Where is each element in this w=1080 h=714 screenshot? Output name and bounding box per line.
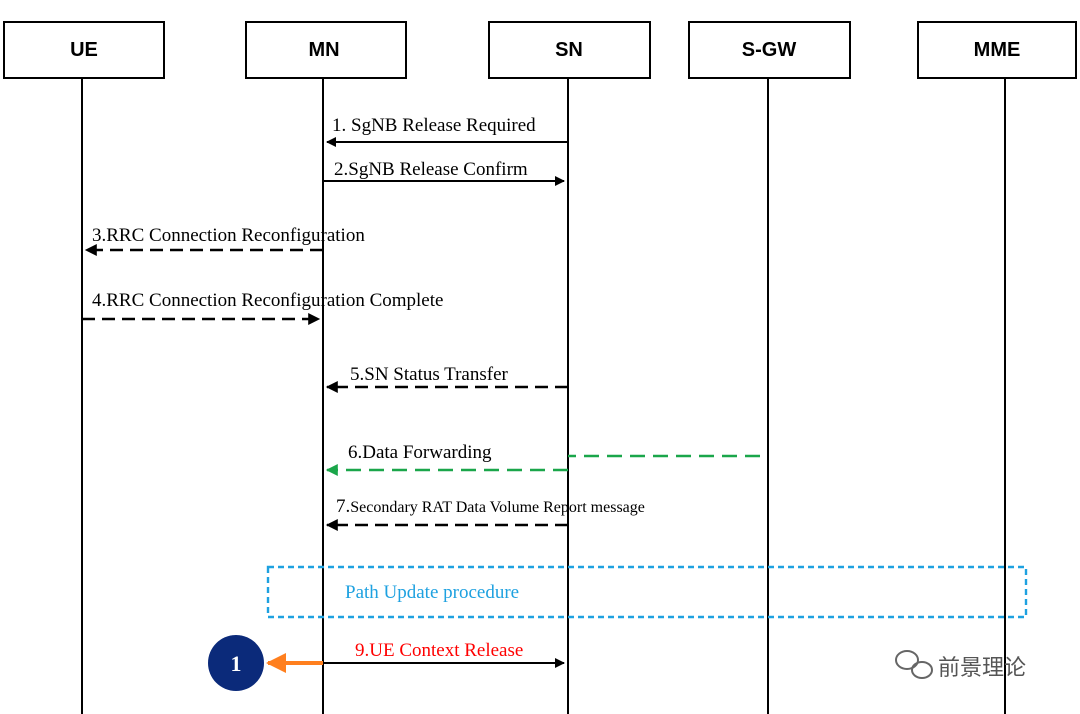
watermark: 前景理论 — [895, 650, 1026, 681]
message-label: 4.RRC Connection Reconfiguration Complet… — [92, 290, 443, 311]
message-data-forwarding: 6.Data Forwarding — [325, 442, 760, 476]
path-update-procedure-box: Path Update procedure — [266, 565, 1028, 619]
message-label-prefix: 7. — [336, 496, 350, 517]
actor-sgw: S-GW — [688, 21, 851, 79]
actor-ue-label: UE — [70, 39, 98, 61]
message-rrc-connection-reconfiguration: 3.RRC Connection Reconfiguration — [84, 225, 365, 256]
actor-sn: SN — [488, 21, 651, 79]
actor-sn-label: SN — [555, 39, 583, 61]
message-label: 2.SgNB Release Confirm — [334, 159, 528, 180]
message-rrc-reconfiguration-complete: 4.RRC Connection Reconfiguration Complet… — [82, 290, 443, 325]
actor-mn-label: MN — [308, 39, 339, 61]
actor-mn: MN — [245, 21, 407, 79]
message-label-text: Secondary RAT Data Volume Report message — [350, 499, 645, 516]
step-marker: 1 — [208, 635, 264, 691]
actor-mme-label: MME — [974, 39, 1021, 61]
chat-bubble-icon — [895, 650, 933, 679]
message-secondary-rat-report: 7.Secondary RAT Data Volume Report messa… — [325, 496, 645, 531]
step-marker-number: 1 — [231, 651, 242, 676]
message-label: 9.UE Context Release — [355, 640, 523, 661]
message-sn-status-transfer: 5.SN Status Transfer — [325, 364, 568, 393]
message-ue-context-release: 9.UE Context Release — [323, 640, 565, 668]
message-label: 1. SgNB Release Required — [332, 115, 536, 136]
procedure-label: Path Update procedure — [345, 582, 519, 603]
actor-sgw-label: S-GW — [742, 39, 797, 61]
message-sgnb-release-required: 1. SgNB Release Required — [326, 115, 568, 147]
message-label: 5.SN Status Transfer — [350, 364, 508, 385]
actor-mme: MME — [917, 21, 1077, 79]
message-label: 7.Secondary RAT Data Volume Report messa… — [336, 496, 645, 517]
message-label: 3.RRC Connection Reconfiguration — [92, 225, 365, 246]
message-label: 6.Data Forwarding — [348, 442, 492, 463]
watermark-text: 前景理论 — [938, 656, 1026, 681]
actor-ue: UE — [3, 21, 165, 79]
message-sgnb-release-confirm: 2.SgNB Release Confirm — [323, 159, 565, 186]
